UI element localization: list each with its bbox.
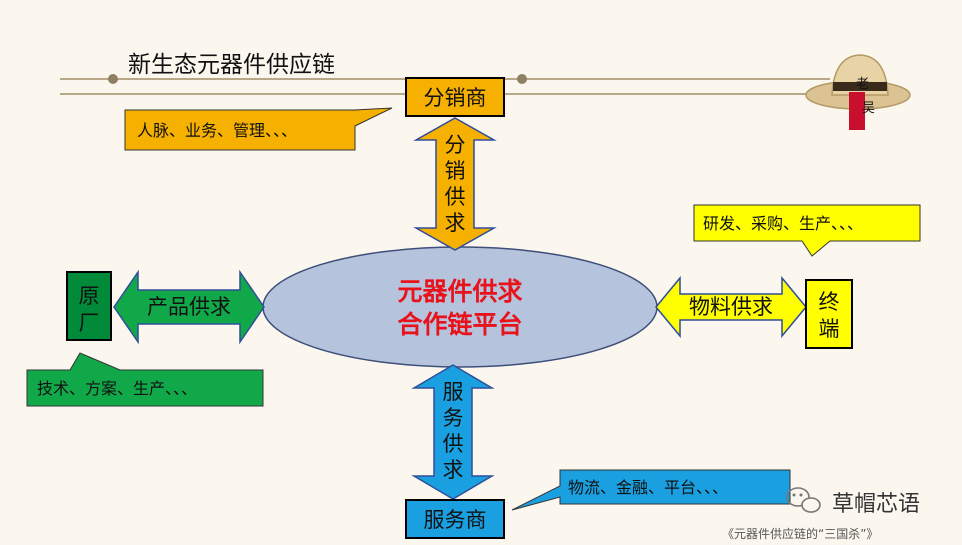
platform-ellipse bbox=[262, 246, 658, 368]
page-title: 新生态元器件供应链 bbox=[128, 52, 335, 78]
logo-char: 老 bbox=[856, 77, 869, 92]
arrow-label-char: 销 bbox=[445, 159, 466, 183]
arrow-label-char: 求 bbox=[443, 458, 464, 482]
callout-text: 人脉、业务、管理、、、 bbox=[137, 121, 297, 140]
distributor-label: 分销商 bbox=[424, 86, 487, 110]
terminal-label-char: 端 bbox=[819, 317, 840, 341]
arrow-label-char: 服 bbox=[443, 380, 464, 404]
callout-top bbox=[124, 107, 393, 151]
callout-text: 物流、金融、平台、、、 bbox=[568, 478, 728, 497]
terminal-label-char: 终 bbox=[819, 290, 840, 314]
arrow-label-char: 分 bbox=[445, 133, 466, 157]
arrow-label-char: 务 bbox=[443, 406, 464, 430]
service-provider-label: 服务商 bbox=[424, 508, 487, 532]
footer-caption: 《元器件供应链的“三国杀”》 bbox=[722, 526, 878, 541]
manufacturer-label-char: 原 bbox=[79, 284, 100, 308]
watermark-name: 草帽芯语 bbox=[832, 492, 920, 517]
arrow-label: 物料供求 bbox=[689, 295, 773, 319]
title-rule bbox=[60, 74, 830, 95]
wechat-icon bbox=[786, 487, 821, 513]
callout-left bbox=[26, 352, 264, 407]
arrow-label-char: 供 bbox=[445, 185, 466, 209]
callout-text: 研发、采购、生产、、、 bbox=[703, 214, 863, 233]
distributor-node bbox=[405, 77, 505, 117]
callout-right bbox=[693, 204, 921, 257]
callout-bottom bbox=[511, 469, 791, 511]
logo-char: 吴 bbox=[862, 101, 875, 116]
arrow-label-char: 供 bbox=[443, 432, 464, 456]
manufacturer-node bbox=[66, 271, 112, 341]
distribution-arrow bbox=[413, 117, 497, 251]
manufacturer-label-char: 厂 bbox=[79, 311, 100, 335]
arrow-label: 产品供求 bbox=[147, 295, 231, 319]
callout-text: 技术、方案、生产、、、 bbox=[37, 379, 197, 398]
platform-title-line2: 合作链平台 bbox=[397, 310, 522, 339]
platform-title-line1: 元器件供求 bbox=[397, 277, 522, 306]
arrow-label-char: 求 bbox=[445, 211, 466, 235]
product-arrow bbox=[113, 269, 265, 345]
straw-hat-logo-icon bbox=[805, 54, 911, 130]
service-provider-node bbox=[405, 499, 505, 539]
terminal-node bbox=[805, 279, 853, 349]
